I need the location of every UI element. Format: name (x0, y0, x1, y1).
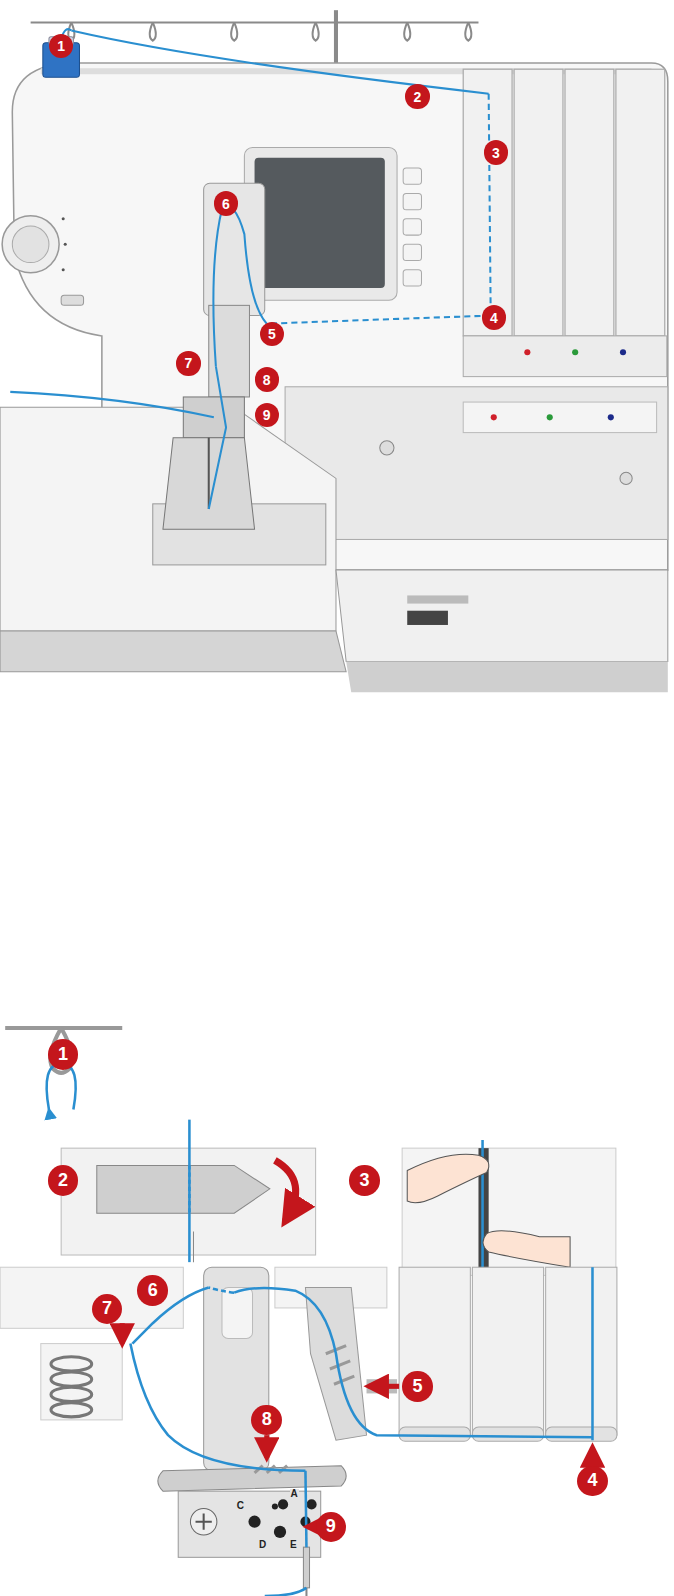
callout-number: 3 (349, 1165, 380, 1196)
callout-number: 5 (402, 1371, 433, 1402)
callout-number: 7 (92, 1294, 123, 1325)
position-letter: D (258, 1540, 267, 1550)
callout-number: 8 (251, 1405, 282, 1436)
callout-number: 1 (49, 34, 73, 58)
callout-number: 4 (482, 305, 506, 329)
callout-number: 6 (214, 191, 238, 215)
callout-number: 4 (577, 1466, 608, 1497)
callout-number: 3 (484, 140, 508, 164)
position-letter: A (290, 1489, 299, 1499)
callout-number: 2 (48, 1165, 79, 1196)
callout-number: 1 (48, 1039, 79, 1070)
callout-number: 5 (260, 322, 284, 346)
position-letter: E (289, 1540, 298, 1550)
callout-number: 7 (176, 351, 200, 375)
callout-number: 9 (316, 1512, 347, 1543)
callout-number: 6 (137, 1275, 168, 1306)
position-letter: C (236, 1501, 245, 1511)
callout-number: 8 (255, 367, 279, 391)
callout-number: 9 (255, 403, 279, 427)
callout-number: 2 (405, 84, 429, 108)
